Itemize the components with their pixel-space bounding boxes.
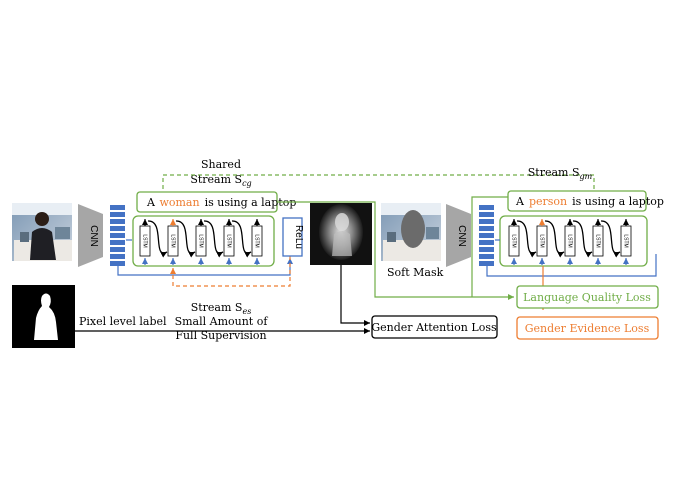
left-lstm-cell-2: LSTM [167,219,196,265]
small-amount-label: Small Amount of [175,315,269,328]
caption-right-word1: A [515,195,525,208]
input-image-left [12,203,72,261]
left-lstm-recurrent-arrow [175,220,196,258]
left-lstm-cell-3: LSTM [195,219,224,265]
attention-to-gender-loss-line [340,265,370,326]
gender-attention-loss-label: Gender Attention Loss [371,321,497,334]
stream-gm-label: Stream Sgm [528,166,593,181]
left-lstm-recurrent-arrow [203,220,224,258]
pixel-level-label: Pixel level label [79,315,167,328]
left-lstm-recurrent-arrow [147,220,168,258]
right-caption-to-language-loss-line [471,196,508,297]
cnn-left-label: CNN [88,225,99,247]
right-lstm-cell-label: LSTM [539,234,545,247]
stream-gm-text: Stream S [528,166,580,179]
right-lstm-cell-3: LSTM [564,219,593,265]
lstm-stack-right: LSTM LSTM LSTM LSTM LSTM [499,215,648,267]
cnn-block-left: CNN [78,204,103,267]
stream-gm-sub: gm [580,172,593,181]
stream-es-sub: es [242,307,251,316]
pixel-label-image [12,285,75,348]
full-supervision-label: Full Supervision [175,329,266,342]
caption-right-highlight: person [529,195,567,208]
gender-evidence-loss-box: Gender Evidence Loss [516,316,659,340]
left-lstm-cell-4: LSTM [223,219,252,265]
relu-label: ReLu [293,225,304,249]
left-lstm-cell-1: LSTM [139,219,168,265]
left-lstm-cell-label: LSTM [170,234,176,247]
feature-vector-left [110,205,125,266]
right-lstm-cell-4: LSTM [592,219,621,265]
soft-mask-image [381,203,441,261]
caption-to-language-loss-line [277,201,514,300]
stream-es-label: Stream Ses [191,301,252,316]
right-lstm-cell-2: LSTM [536,219,565,265]
shared-label-line1: Shared [201,158,241,171]
feature-vector-right [479,205,494,266]
right-lstm-cell-label: LSTM [623,234,629,247]
right-lstm-cell-label: LSTM [595,234,601,247]
shared-stream-label: Shared Stream Scg [190,158,251,188]
language-quality-loss-box: Language Quality Loss [516,285,659,309]
gender-evidence-loss-label: Gender Evidence Loss [525,322,650,335]
right-lstm-recurrent-arrow [544,220,565,258]
right-lstm-cell-label: LSTM [567,234,573,247]
caption-left-word1: A [146,196,156,209]
right-lstm-cell-5: LSTM [620,219,632,265]
language-quality-loss-label: Language Quality Loss [523,291,651,304]
right-lstm-recurrent-arrow [572,220,593,258]
shared-weights-dashed-loop [162,174,595,196]
gender-attention-loss-box: Gender Attention Loss [371,315,498,339]
relu-feedback-dashed-line [170,256,291,287]
shared-label-line2: Stream S [190,173,242,186]
right-lstm-cell-label: LSTM [511,234,517,247]
cnn-block-right: CNN [446,204,471,267]
shared-label-sub: cg [242,179,252,188]
left-lstm-cell-label: LSTM [254,234,260,247]
caption-left-rest: is using a laptop [205,196,297,209]
caption-left-highlight: woman [159,196,199,209]
relu-box: ReLu [282,217,304,257]
feature-to-lstm-right-line [486,254,657,277]
right-lstm-recurrent-arrow [600,220,621,258]
right-lstm-cell-1: LSTM [508,219,537,265]
left-lstm-cell-label: LSTM [142,234,148,247]
left-lstm-cell-label: LSTM [226,234,232,247]
soft-mask-label: Soft Mask [387,266,444,279]
cnn-right-label: CNN [456,225,467,247]
right-lstm-recurrent-arrow [516,220,537,258]
attention-map-image [310,203,372,265]
left-lstm-cell-5: LSTM [251,219,263,265]
stream-es-text: Stream S [191,301,243,314]
left-lstm-recurrent-arrow [231,220,252,258]
lstm-stack-left: LSTM LSTM LSTM LSTM LSTM [132,215,275,267]
left-lstm-cell-label: LSTM [198,234,204,247]
svg-text:Stream Scg: Stream Scg [190,173,251,188]
caption-right-rest: is using a laptop [572,195,664,208]
